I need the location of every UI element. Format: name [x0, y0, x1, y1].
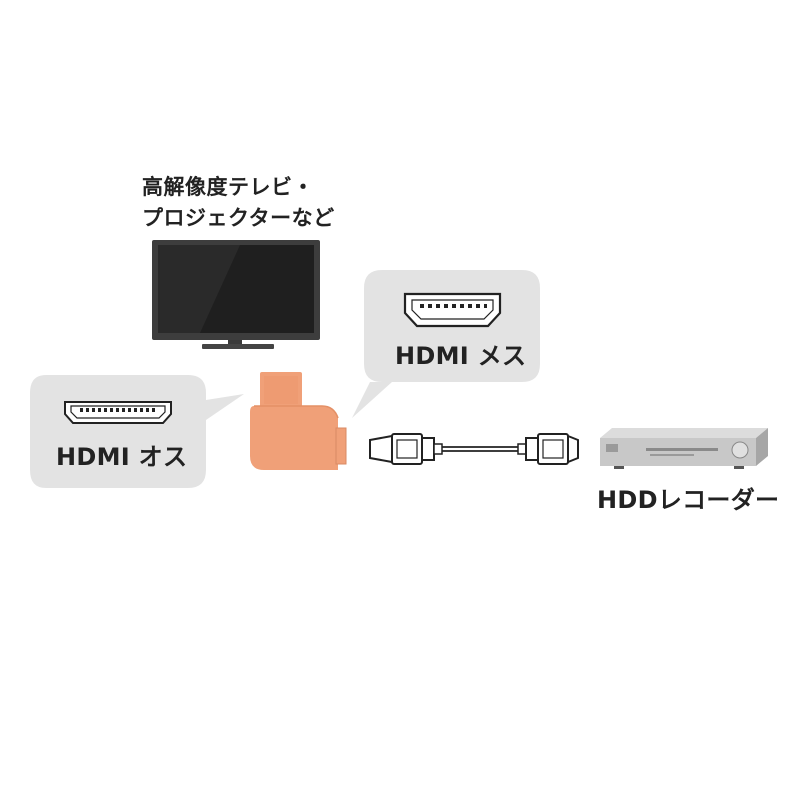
hdmi-male-port-icon [64, 401, 172, 424]
hdmi-cable-icon [369, 433, 579, 465]
hdmi-female-port-icon [403, 292, 502, 328]
tv-label-line1: 高解像度テレビ・ [142, 175, 314, 199]
tv-icon [152, 240, 320, 349]
hdd-recorder-label: HDDレコーダー [597, 486, 780, 514]
hdd-recorder-icon [600, 428, 768, 469]
hdmi-female-label: HDMI メス [395, 342, 527, 370]
hdmi-angle-adapter [250, 372, 347, 470]
tv-label: 高解像度テレビ・ プロジェクターなど [142, 172, 335, 234]
hdmi-male-label: HDMI オス [56, 443, 188, 471]
tv-label-line2: プロジェクターなど [142, 206, 335, 230]
